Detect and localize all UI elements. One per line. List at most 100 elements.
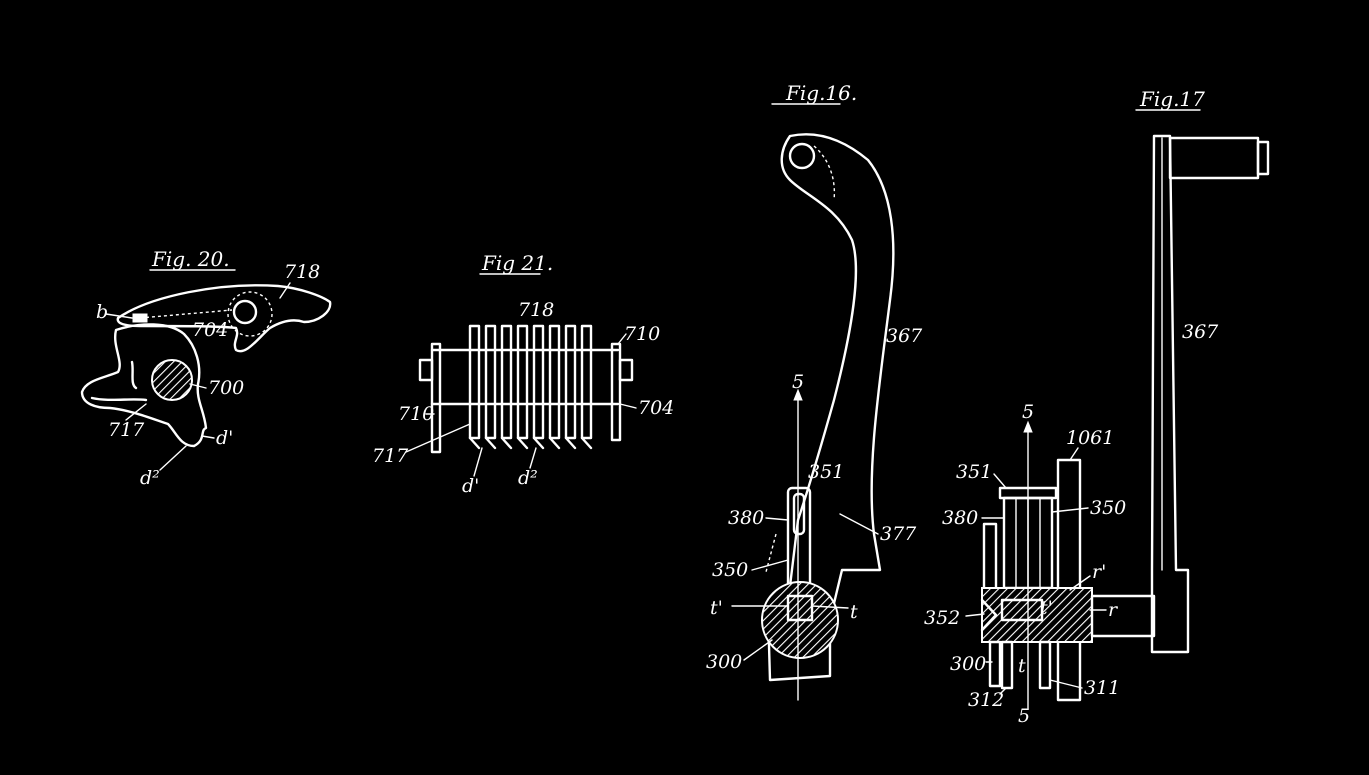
fig20-leader-d1 (201, 435, 215, 439)
fig16-pin-351 (792, 492, 806, 536)
fig17-label-311: 311 (1084, 677, 1120, 699)
fig21-label-d1: d' (462, 475, 479, 497)
fig17-handle (1168, 136, 1260, 180)
fig20-title: Fig. 20. (151, 247, 230, 271)
fig20-label-704: 704 (192, 319, 228, 341)
fig17-label-350: 350 (1090, 497, 1126, 519)
fig21-title: Fig 21. (481, 251, 553, 275)
fig17-label-r: r (1108, 599, 1119, 621)
fig20-label-718: 718 (284, 261, 320, 283)
fig16-label-5: 5 (792, 371, 804, 393)
fig20-leader-700 (189, 383, 207, 389)
fig20-label-d2: d² (140, 467, 160, 489)
fig16-label-350: 350 (712, 559, 748, 581)
fig16-leader-t (811, 605, 849, 609)
fig16-leader-350 (751, 559, 789, 571)
fig17-part-300b (988, 640, 1002, 688)
fig21-label-d2: d² (518, 467, 538, 489)
fig20-cam-717 (80, 323, 208, 448)
fig17-leader-312 (999, 687, 1007, 695)
fig17-handle-cap (1256, 140, 1270, 176)
fig17-label-t1: t' (1040, 597, 1053, 619)
fig20-leader-717 (125, 403, 147, 421)
fig20-label-b: b (96, 301, 108, 323)
fig20-lever-718 (116, 284, 332, 353)
figure-20: Fig. 20. 718 b 704 700 717 d' d² (80, 247, 332, 489)
fig17-title: Fig.17 (1139, 87, 1205, 111)
fig21-end-plate-right (610, 342, 622, 442)
fig17-leader-r1 (1069, 575, 1091, 591)
fig20-label-717: 717 (108, 419, 145, 441)
fig21-leader-d2 (529, 447, 537, 469)
figure-16: Fig.16. 367 5 351 380 377 350 t' t 300 (706, 81, 923, 701)
fig21-plate (532, 324, 545, 440)
fig21-plate (500, 324, 513, 440)
fig21-plate (564, 324, 577, 440)
fig17-label-5-top: 5 (1022, 401, 1034, 423)
fig17-label-t: t (1018, 655, 1026, 677)
fig21-plate (468, 324, 481, 440)
fig17-bar-380 (982, 522, 998, 596)
fig16-label-t: t (850, 601, 858, 623)
fig16-title: Fig.16. (785, 81, 857, 105)
fig17-label-300: 300 (950, 653, 986, 675)
fig16-label-t1: t' (710, 597, 723, 619)
fig20-shaft-700 (151, 359, 193, 401)
fig21-label-717: 717 (372, 445, 409, 467)
fig20-leader-b (105, 313, 133, 319)
fig21-hub-left (418, 358, 434, 382)
fig21-leader-710-right (617, 333, 627, 345)
figure-21: Fig 21. 718 710 710 704 717 d' (372, 251, 674, 497)
fig16-leader-377 (839, 513, 879, 535)
fig21-plate (484, 324, 497, 440)
fig16-label-380: 380 (728, 507, 764, 529)
fig17-label-r1: r' (1092, 561, 1106, 583)
fig17-leader-352 (965, 613, 985, 617)
fig20-notch (130, 360, 138, 390)
fig17-label-5-bottom: 5 (1018, 705, 1030, 727)
fig16-hidden-line (813, 145, 836, 201)
fig21-plate-stack (468, 324, 593, 440)
fig21-label-710-right: 710 (624, 323, 660, 345)
fig21-plate-teeth (468, 436, 593, 450)
fig20-label-700: 700 (208, 377, 244, 399)
fig17-key (1000, 598, 1044, 622)
fig21-label-718: 718 (518, 299, 554, 321)
fig17-label-351: 351 (956, 461, 992, 483)
fig17-shaft-extension (1090, 594, 1156, 638)
fig21-plate (580, 324, 593, 440)
figure-17: Fig.17 367 5 1061 351 380 (924, 87, 1270, 727)
fig16-label-351: 351 (808, 461, 844, 483)
fig17-label-380: 380 (942, 507, 978, 529)
fig16-section-arrow (793, 388, 803, 401)
fig21-leader-d1 (473, 447, 483, 477)
fig20-pivot-hub (227, 291, 273, 337)
fig16-label-300: 300 (706, 651, 742, 673)
fig20-pivot-hole (232, 299, 258, 325)
fig21-leader-717 (405, 423, 471, 453)
fig17-leader-311 (1049, 679, 1083, 689)
fig17-label-367: 367 (1182, 321, 1219, 343)
fig20-tip-b (132, 313, 148, 323)
fig21-label-704: 704 (638, 397, 674, 419)
fig21-plate (548, 324, 561, 440)
fig17-label-1061: 1061 (1066, 427, 1114, 449)
fig17-shaft-300 (981, 587, 1093, 643)
fig16-label-367: 367 (886, 325, 923, 347)
fig17-section-arrow (1023, 420, 1033, 433)
fig17-label-352: 352 (924, 607, 960, 629)
fig17-leader-350 (1051, 507, 1089, 513)
fig21-leader-704 (619, 403, 637, 409)
fig16-leader-380 (765, 517, 789, 521)
fig21-label-710-left: 710 (398, 403, 434, 425)
fig21-hub-right (618, 358, 634, 382)
fig16-key-t (786, 594, 814, 622)
fig17-part-311a (1038, 640, 1052, 690)
fig17-crank-arm-367 (1150, 134, 1190, 654)
fig17-leader-1061 (1069, 447, 1079, 461)
fig21-end-plate-left (430, 342, 442, 454)
fig20-leader-d2 (159, 445, 187, 471)
fig16-label-377: 377 (880, 523, 917, 545)
fig17-leader-351 (993, 473, 1007, 489)
